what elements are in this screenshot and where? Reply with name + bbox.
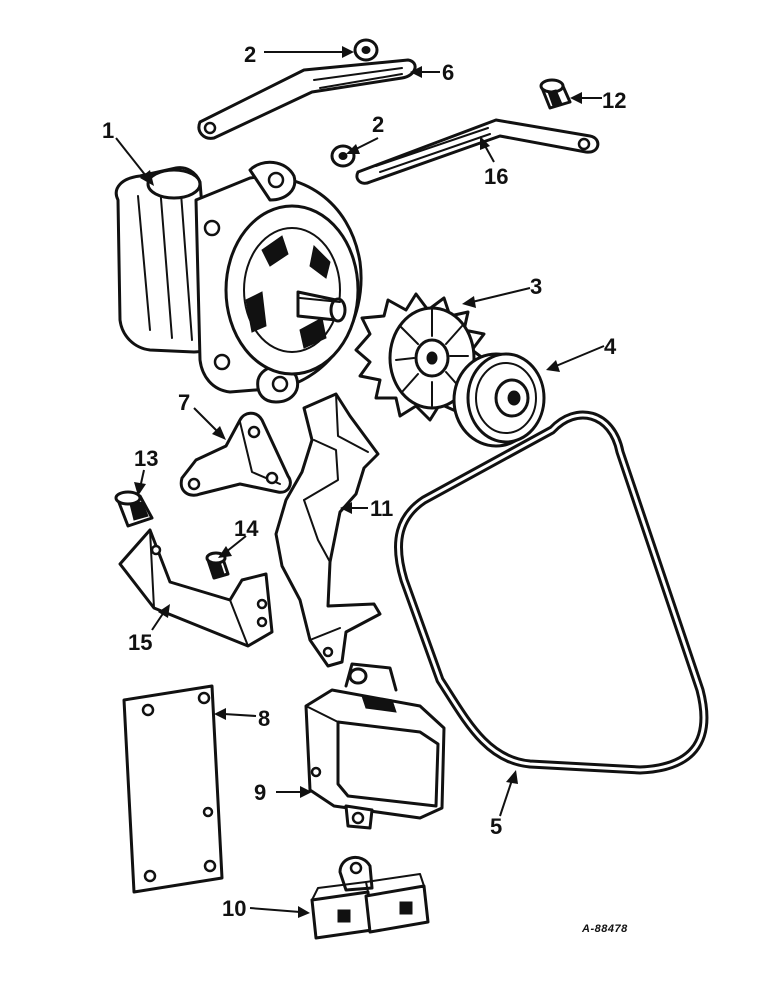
callout-4: 4	[604, 334, 617, 359]
pulley-part[interactable]	[452, 352, 546, 448]
figure-id: A-88478	[581, 923, 628, 935]
support-brace-part[interactable]	[274, 392, 382, 668]
washer-upper-part[interactable]	[353, 38, 379, 62]
callout-5: 5	[490, 814, 502, 839]
callout-16: 16	[484, 164, 508, 189]
connector-part[interactable]	[310, 856, 430, 940]
callout-14: 14	[234, 516, 259, 541]
spacer-upper-part[interactable]	[539, 78, 572, 110]
callout-13: 13	[134, 446, 158, 471]
callout-8: 8	[258, 706, 270, 731]
callout-3: 3	[530, 274, 542, 299]
callout-12: 12	[602, 88, 626, 113]
callout-9: 9	[254, 780, 266, 805]
washer-lower-part[interactable]	[330, 144, 356, 168]
slotted-brace-part[interactable]	[355, 118, 600, 185]
callout-1: 1	[102, 118, 114, 143]
callout-10: 10	[222, 896, 246, 921]
callout-6: 6	[442, 60, 454, 85]
mounting-plate-part[interactable]	[122, 684, 224, 894]
callout-2-upper: 2	[244, 42, 256, 67]
callout-2-lower: 2	[372, 112, 384, 137]
callout-11: 11	[370, 496, 393, 521]
alternator-part[interactable]	[114, 160, 363, 404]
spacer-left-part[interactable]	[114, 490, 154, 528]
callout-7: 7	[178, 390, 190, 415]
fan-part[interactable]	[354, 292, 490, 422]
v-belt-part[interactable]	[393, 410, 709, 775]
callout-leaders	[115, 46, 605, 918]
voltage-regulator-part[interactable]	[304, 662, 446, 830]
mounting-bracket-part[interactable]	[179, 411, 292, 497]
support-bracket-part[interactable]	[118, 528, 274, 648]
adjusting-brace-part[interactable]	[197, 58, 417, 140]
callout-15: 15	[128, 630, 152, 655]
